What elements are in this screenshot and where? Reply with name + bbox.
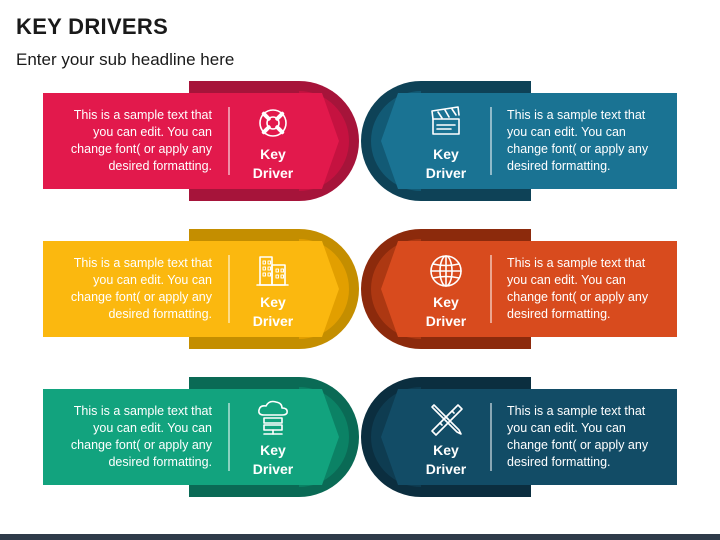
key-driver-card-right-3 [361,377,677,497]
card-label-line-2: Driver [425,461,467,477]
card-label-line-2: Driver [252,165,294,181]
clapperboard-icon [431,106,460,135]
card-label-line-1: Key [260,146,286,162]
footer-bar [0,534,720,540]
card-body-text: This is a sample text that you can edit.… [507,256,649,321]
cloud-server-icon [258,400,288,435]
card-body-text: This is a sample text that you can edit.… [70,108,212,173]
card-label-line-1: Key [260,442,286,458]
card-body-text: This is a sample text that you can edit.… [70,404,212,469]
card-body-text: This is a sample text that you can edit.… [70,256,212,321]
card-label-line-2: Driver [425,165,467,181]
card-body-text: This is a sample text that you can edit.… [507,108,649,173]
globe-icon [430,255,462,287]
card-label-line-1: Key [433,294,459,310]
card-front-shape [381,93,677,189]
card-label-line-2: Driver [425,313,467,329]
card-label-line-1: Key [260,294,286,310]
page-subtitle: Enter your sub headline here [16,50,235,69]
key-driver-card-right-1 [361,81,677,201]
card-front-shape [43,241,339,337]
page-title: KEY DRIVERS [16,14,169,39]
card-body-text: This is a sample text that you can edit.… [507,404,649,469]
key-driver-card-left-3 [43,377,359,497]
pencil-ruler-icon [431,404,463,436]
lifebuoy-icon [259,109,287,137]
card-label-line-1: Key [433,442,459,458]
key-driver-card-left-1 [43,81,359,201]
key-driver-card-right-2 [361,229,677,349]
card-label-line-2: Driver [252,313,294,329]
buildings-icon [256,256,289,286]
key-driver-card-left-2 [43,229,359,349]
card-front-shape [381,389,677,485]
card-label-line-1: Key [433,146,459,162]
card-front-shape [43,389,339,485]
card-label-line-2: Driver [252,461,294,477]
